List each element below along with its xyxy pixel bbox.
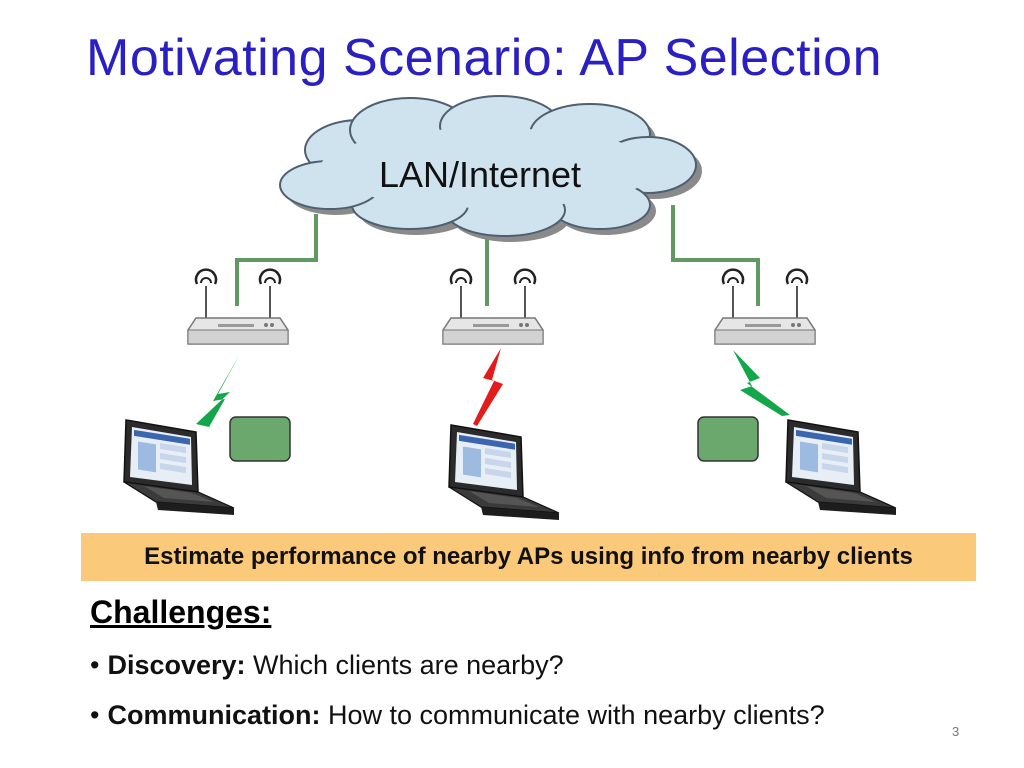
challenge-term: Communication: bbox=[107, 700, 321, 730]
page-title: Motivating Scenario: AP Selection bbox=[86, 29, 882, 87]
slide-number: 3 bbox=[952, 724, 960, 739]
wire-right-ap bbox=[671, 205, 760, 306]
wireless-link-right bbox=[733, 350, 790, 416]
challenge-item-communication: •Communication: How to communicate with … bbox=[90, 700, 825, 731]
bullet-icon: • bbox=[90, 700, 100, 730]
challenge-item-discovery: •Discovery: Which clients are nearby? bbox=[90, 650, 564, 681]
summary-banner: Estimate performance of nearby APs using… bbox=[81, 533, 976, 581]
bullet-icon: • bbox=[90, 650, 100, 680]
wireless-link-middle bbox=[473, 348, 503, 426]
wire-left-ap bbox=[235, 214, 318, 306]
wireless-link-left bbox=[196, 354, 240, 427]
access-point-middle bbox=[441, 268, 545, 346]
laptop-right bbox=[785, 419, 897, 516]
laptop-left bbox=[123, 419, 235, 516]
challenges-heading: Challenges: bbox=[90, 594, 272, 630]
challenge-term: Discovery: bbox=[107, 650, 246, 680]
cloud: LAN/Internet bbox=[279, 95, 702, 242]
message-box-left bbox=[229, 416, 291, 462]
access-point-right bbox=[713, 268, 817, 346]
cloud-label: LAN/Internet bbox=[379, 154, 581, 195]
challenge-text: Which clients are nearby? bbox=[245, 650, 564, 680]
laptop-middle bbox=[448, 424, 560, 521]
message-box-right bbox=[697, 416, 759, 462]
challenge-text: How to communicate with nearby clients? bbox=[320, 700, 825, 730]
